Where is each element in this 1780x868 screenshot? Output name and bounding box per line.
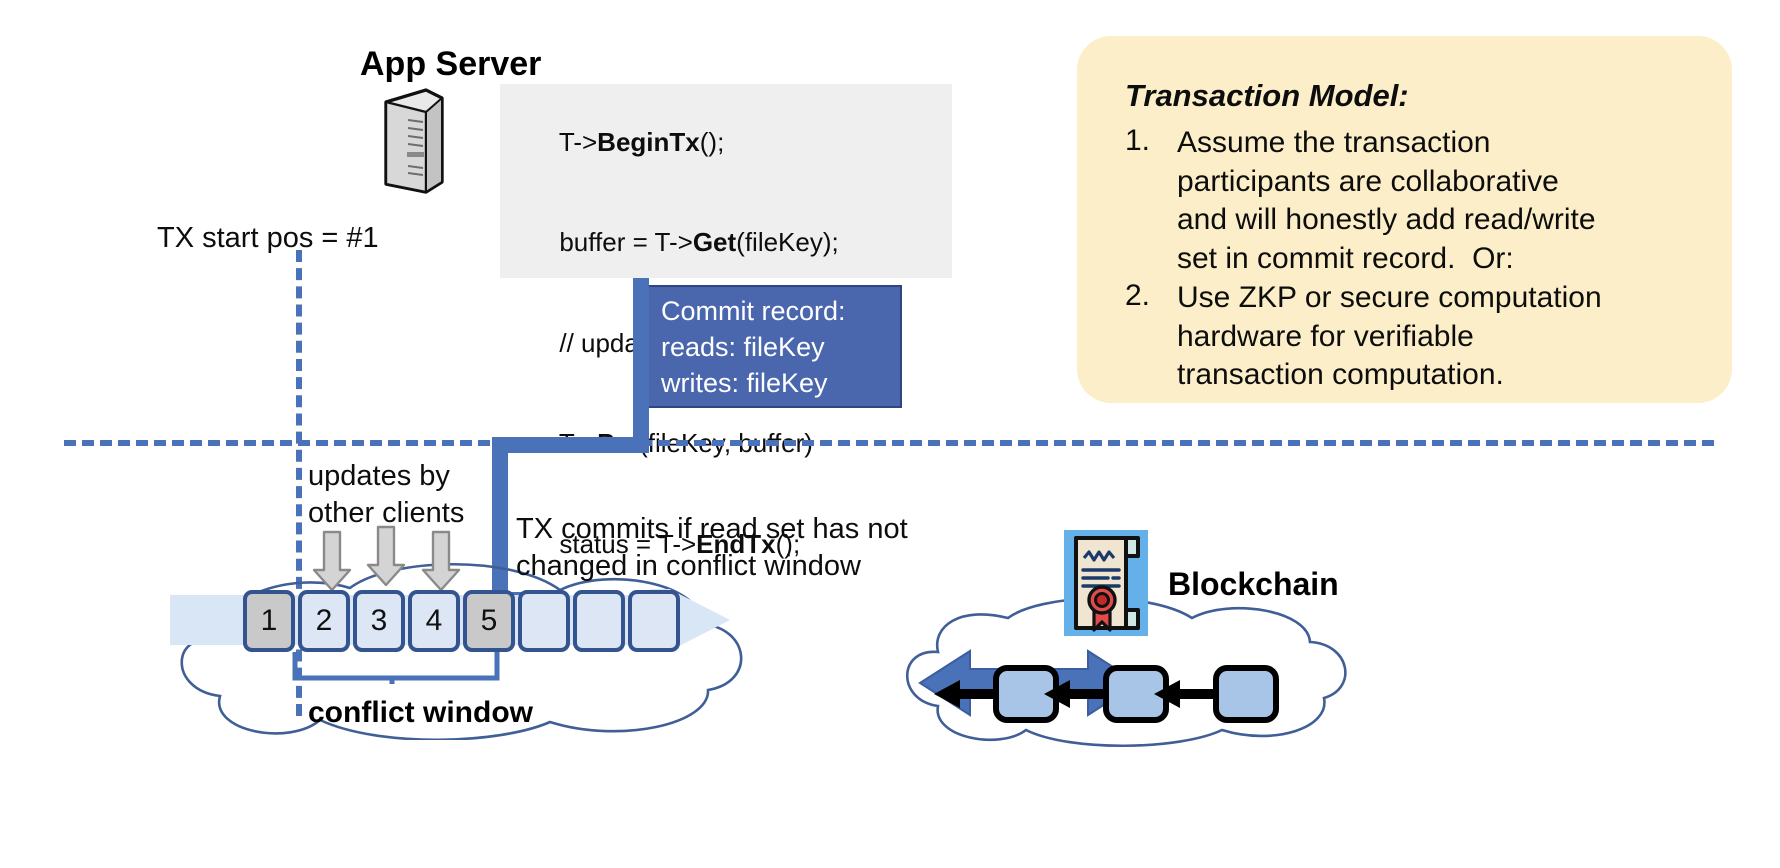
log-cell[interactable]: 2	[298, 590, 350, 652]
transaction-model-callout: Transaction Model: 1. Assume the transac…	[1077, 36, 1732, 403]
update-arrow-icon	[366, 525, 406, 587]
conflict-window-label: conflict window	[308, 696, 533, 729]
server-tower-icon	[384, 88, 444, 194]
horizontal-dashed-separator	[64, 440, 1714, 446]
chain-link-arrow-icon	[1044, 680, 1108, 708]
code-line: status = T->EndTx();	[516, 494, 938, 595]
code-post: ();	[775, 528, 801, 559]
code-line: T->BeginTx();	[516, 92, 938, 193]
chain-link-arrow-icon	[1154, 680, 1218, 708]
tx-start-label: TX start pos = #1	[157, 222, 379, 254]
certificate-seal-icon	[1064, 530, 1148, 636]
blockchain-label: Blockchain	[1168, 566, 1339, 602]
log-cell[interactable]: 5	[463, 590, 515, 652]
list-text: Use ZKP or secure computation hardware f…	[1177, 281, 1602, 391]
code-pre: status = T->	[559, 528, 697, 559]
chain-link-arrow-icon	[934, 680, 998, 708]
transaction-model-item: 2. Use ZKP or secure computation hardwar…	[1125, 279, 1602, 395]
log-cell[interactable]	[518, 590, 570, 652]
log-cell[interactable]: 1	[243, 590, 295, 652]
connector-segment-vertical-upper	[633, 278, 649, 453]
code-bold: EndTx	[696, 528, 776, 559]
commit-record-writes: writes: fileKey	[661, 368, 828, 398]
log-cell[interactable]	[573, 590, 625, 652]
log-cell[interactable]: 4	[408, 590, 460, 652]
app-server-title: App Server	[360, 45, 542, 83]
list-number: 1.	[1125, 124, 1151, 157]
code-post: ();	[699, 126, 725, 157]
log-cell[interactable]	[628, 590, 680, 652]
transaction-model-item: 1. Assume the transaction participants a…	[1125, 124, 1596, 278]
tx-commits-condition-label: TX commits if read set has not changed i…	[516, 513, 908, 582]
list-text: Assume the transaction participants are …	[1177, 126, 1596, 275]
code-bold: Get	[692, 227, 737, 257]
tx-start-dashed-line	[296, 250, 302, 716]
update-arrow-icon	[421, 530, 461, 592]
code-pre: buffer = T->	[559, 227, 693, 257]
conflict-window-brace	[292, 652, 500, 684]
blockchain-block	[1213, 665, 1279, 723]
commit-record-box: Commit record: reads: fileKey writes: fi…	[645, 285, 902, 408]
code-post: (fileKey);	[736, 227, 839, 257]
code-bold: BeginTx	[597, 126, 700, 157]
code-pre: T->	[558, 126, 598, 157]
commit-record-reads: reads: fileKey	[661, 332, 825, 362]
code-block: T->BeginTx(); buffer = T->Get(fileKey); …	[500, 84, 952, 559]
commit-record-title: Commit record:	[661, 296, 846, 326]
update-arrow-icon	[312, 530, 352, 592]
transaction-model-title: Transaction Model:	[1125, 78, 1409, 113]
list-number: 2.	[1125, 279, 1151, 312]
updates-by-other-clients-label: updates by other clients	[308, 460, 465, 529]
code-line: buffer = T->Get(fileKey);	[516, 193, 938, 294]
connector-segment-vertical-lower	[492, 437, 508, 607]
log-cell[interactable]: 3	[353, 590, 405, 652]
